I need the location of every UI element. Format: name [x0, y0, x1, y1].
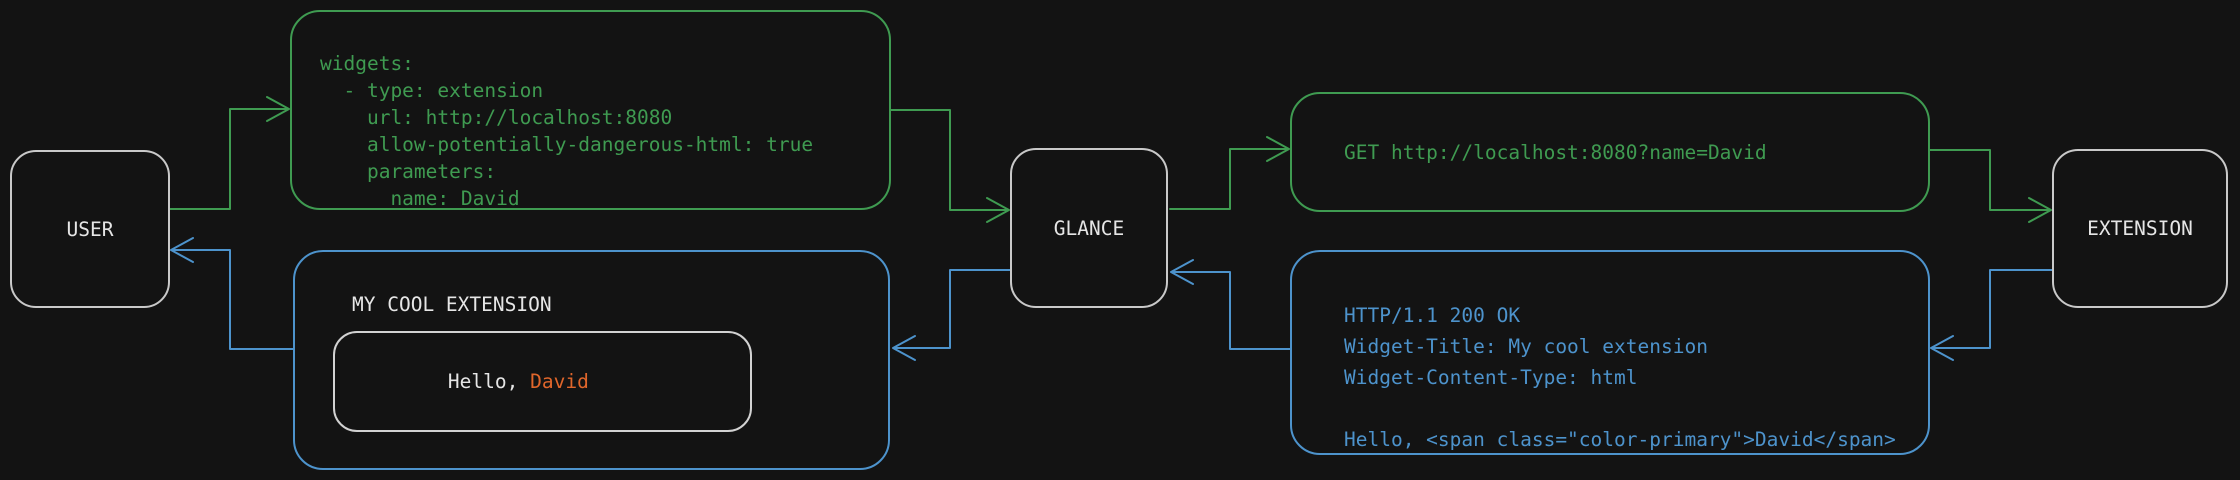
- connector-user-to-config-arrow: [169, 96, 290, 210]
- node-extension-label: EXTENSION: [2087, 217, 2193, 240]
- response-line: Widget-Title: My cool extension: [1344, 335, 1708, 358]
- greeting-text: Hello, David: [354, 347, 589, 416]
- connector-response-to-glance-arrow: [1170, 259, 1291, 350]
- connector-request-to-extension-arrow: [1929, 149, 2052, 223]
- config-line: name: David: [320, 187, 520, 210]
- config-line: allow-potentially-dangerous-html: true: [320, 133, 814, 156]
- node-user: USER: [10, 150, 170, 308]
- response-line: Widget-Content-Type: html: [1344, 366, 1638, 389]
- config-line: url: http://localhost:8080: [320, 106, 673, 129]
- http-request-box: GET http://localhost:8080?name=David: [1290, 92, 1930, 212]
- node-user-label: USER: [66, 217, 114, 241]
- response-line: HTTP/1.1 200 OK: [1344, 304, 1521, 327]
- node-extension: EXTENSION: [2052, 149, 2228, 308]
- config-yaml-box: widgets: - type: extension url: http://l…: [290, 10, 891, 210]
- connector-widget-to-user-arrow: [170, 237, 294, 350]
- widget-rendered-output-box: Hello, David: [333, 331, 752, 432]
- node-glance: GLANCE: [1010, 148, 1168, 308]
- http-response-code: HTTP/1.1 200 OK Widget-Title: My cool ex…: [1292, 252, 1928, 455]
- node-glance-label: GLANCE: [1053, 216, 1125, 240]
- response-line: Hello, <span class="color-primary">David…: [1344, 428, 1896, 451]
- widget-title: MY COOL EXTENSION: [352, 293, 552, 316]
- config-line: parameters:: [320, 160, 497, 183]
- http-response-box: HTTP/1.1 200 OK Widget-Title: My cool ex…: [1290, 250, 1930, 455]
- widget-preview-box: MY COOL EXTENSION Hello, David: [293, 250, 890, 470]
- config-line: widgets:: [320, 52, 414, 75]
- connector-glance-to-widget-arrow: [892, 269, 1011, 361]
- response-line: [1344, 393, 1928, 424]
- config-yaml-code: widgets: - type: extension url: http://l…: [292, 12, 889, 212]
- greeting-name: David: [530, 370, 589, 393]
- config-line: - type: extension: [320, 79, 544, 102]
- connector-glance-to-request-arrow: [1169, 136, 1290, 210]
- connector-config-to-glance-arrow: [890, 109, 1010, 223]
- connector-extension-to-response-arrow: [1930, 269, 2053, 361]
- greeting-prefix: Hello,: [447, 370, 531, 393]
- http-request-text: GET http://localhost:8080?name=David: [1344, 140, 1767, 164]
